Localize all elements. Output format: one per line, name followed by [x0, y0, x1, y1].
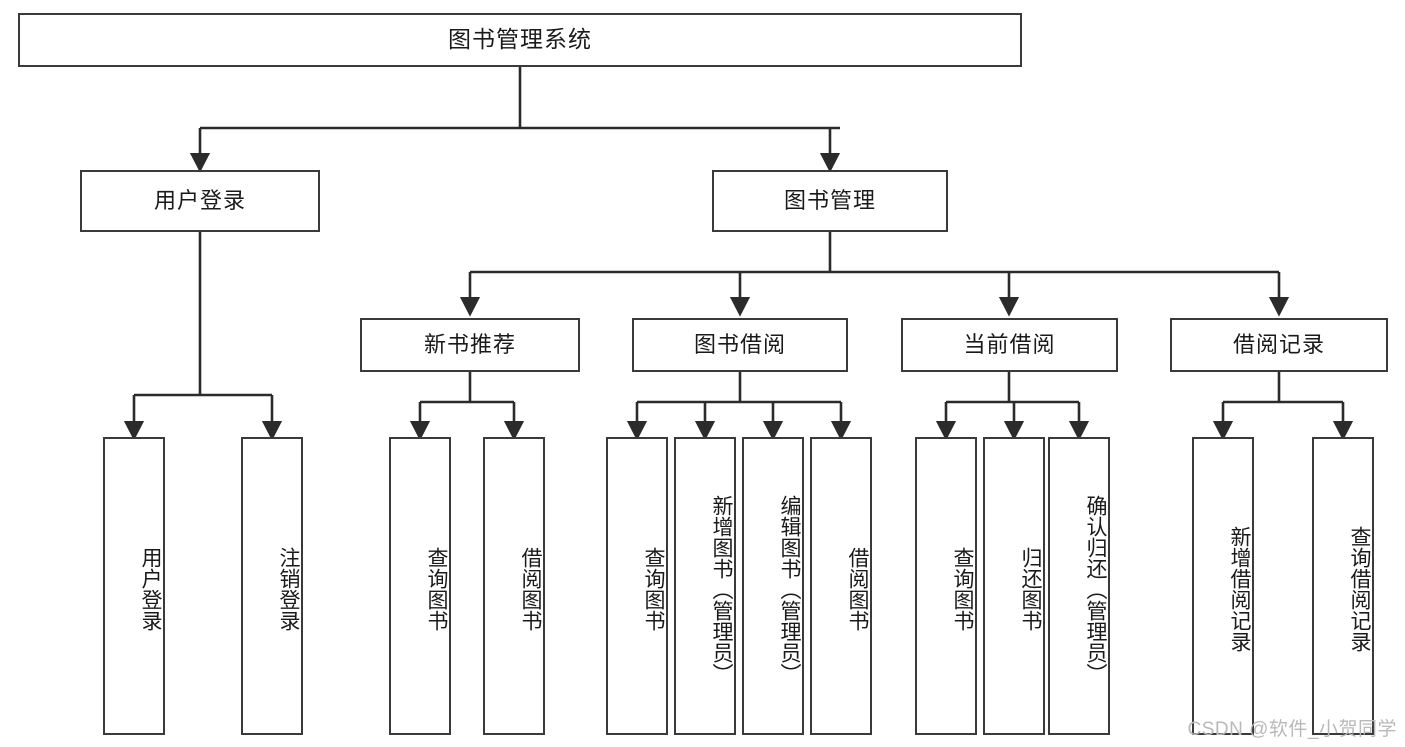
node-root-book-management-system[interactable]: 图书管理系统: [18, 13, 1022, 67]
node-label: 查询图书: [425, 547, 448, 631]
node-current-borrow[interactable]: 当前借阅: [901, 318, 1118, 372]
leaf-current-borrow-confirm-return-admin[interactable]: 确认归还（管理员）: [1048, 437, 1110, 735]
leaf-book-borrow-add-book-admin[interactable]: 新增图书（管理员）: [674, 437, 736, 735]
csdn-watermark: CSDN @软件_小贺同学: [1187, 719, 1397, 740]
leaf-current-borrow-return-book[interactable]: 归还图书: [983, 437, 1045, 735]
edge-bookmgmt-to-level3: [459, 232, 1290, 317]
node-label: 用户登录: [139, 547, 162, 631]
leaf-new-book-query-book[interactable]: 查询图书: [389, 437, 451, 735]
edge-currentborrow-to-leaves: [935, 372, 1090, 441]
node-label: 注销登录: [277, 547, 300, 631]
leaf-borrow-records-query-record[interactable]: 查询借阅记录: [1312, 437, 1374, 735]
edge-newbook-to-leaves: [409, 372, 525, 441]
node-label: 确认归还（管理员）: [1084, 494, 1107, 684]
node-label: 编辑图书（管理员）: [778, 494, 801, 684]
node-borrow-records[interactable]: 借阅记录: [1170, 318, 1388, 372]
edge-root-to-level2: [189, 67, 841, 173]
leaf-current-borrow-query-book[interactable]: 查询图书: [915, 437, 977, 735]
leaf-user-login-logout[interactable]: 注销登录: [241, 437, 303, 735]
edge-bookborrow-to-leaves: [626, 372, 852, 441]
node-label: 新增图书（管理员）: [710, 494, 733, 684]
node-label: 查询图书: [951, 547, 974, 631]
leaf-borrow-records-add-record[interactable]: 新增借阅记录: [1192, 437, 1254, 735]
edge-userlogin-to-leaves: [123, 232, 283, 441]
edge-borrowrecords-to-leaves: [1212, 372, 1354, 441]
leaf-book-borrow-edit-book-admin[interactable]: 编辑图书（管理员）: [742, 437, 804, 735]
node-new-book-recommend[interactable]: 新书推荐: [360, 318, 580, 372]
node-label: 借阅图书: [519, 547, 542, 631]
leaf-book-borrow-query-book[interactable]: 查询图书: [606, 437, 668, 735]
node-label: 借阅记录: [1232, 331, 1325, 357]
leaf-book-borrow-borrow-book[interactable]: 借阅图书: [810, 437, 872, 735]
node-label: 图书管理: [783, 187, 876, 213]
node-user-login[interactable]: 用户登录: [80, 170, 320, 232]
node-label: 新增借阅记录: [1228, 526, 1251, 652]
node-label: 当前借阅: [963, 331, 1056, 357]
node-book-management[interactable]: 图书管理: [712, 170, 948, 232]
leaf-user-login-login[interactable]: 用户登录: [103, 437, 165, 735]
node-label: 查询借阅记录: [1348, 526, 1371, 652]
leaf-new-book-borrow-book[interactable]: 借阅图书: [483, 437, 545, 735]
node-label: 归还图书: [1019, 547, 1042, 631]
node-label: 新书推荐: [423, 331, 516, 357]
node-book-borrow[interactable]: 图书借阅: [632, 318, 848, 372]
node-label: 图书管理系统: [448, 26, 592, 53]
node-label: 图书借阅: [693, 331, 786, 357]
node-label: 借阅图书: [846, 547, 869, 631]
node-label: 查询图书: [642, 547, 665, 631]
node-label: 用户登录: [153, 187, 246, 213]
